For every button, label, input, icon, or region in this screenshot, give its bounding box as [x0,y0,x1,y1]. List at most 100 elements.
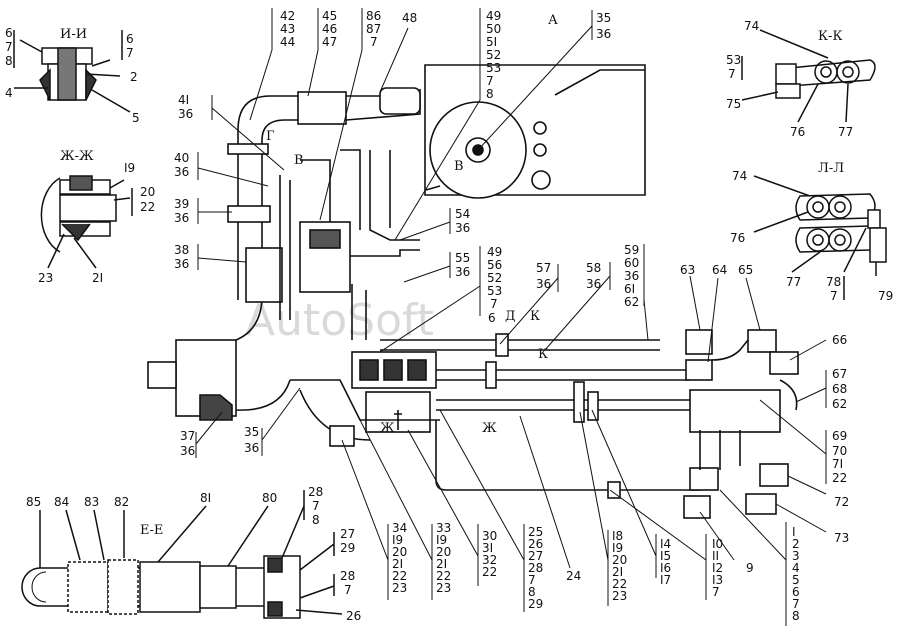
label-81: 8I [200,491,211,505]
callout-c5-item: I9 [612,541,623,555]
callout-c8-item: 2 [792,537,800,551]
label-43: 43 [280,22,295,36]
label-26: 26 [346,609,361,623]
callout-c2-item: 22 [436,569,451,583]
callout-c2-item: 23 [436,581,451,595]
callout-c4-item: 28 [528,561,543,575]
callout-c8-item: 3 [792,549,800,563]
label-7a: 7 [5,40,13,54]
section-label-zhzh: Ж-Ж [60,149,94,164]
section-label-ii: И-И [60,27,87,42]
label-78: 78 [826,275,841,289]
label-80: 80 [262,491,277,505]
label-39: 39 [174,197,189,211]
label-61: 6I [624,282,635,296]
label-29a: 29 [340,541,355,555]
callout-c4-item: 26 [528,537,543,551]
label-36f: 36 [455,221,470,235]
label-63: 63 [680,263,695,277]
label-66: 66 [832,333,847,347]
section-label-g: Г [266,129,275,144]
callout-c8-item: 4 [792,561,800,575]
callout-c5-item: 20 [612,553,627,567]
label-8a: 8 [5,54,13,68]
callout-c7-item: I0 [712,537,723,551]
label-74b: 74 [732,169,747,183]
label-36d: 36 [174,211,189,225]
callout-c5-item: 23 [612,589,627,603]
label-20a: 20 [140,185,155,199]
label-8b: 8 [486,87,494,101]
label-55: 55 [455,251,470,265]
label-52: 52 [486,48,501,62]
callout-c1-item: 22 [392,569,407,583]
section-label-v1: В [294,153,304,168]
label-6c: 6 [488,311,496,325]
label-36c: 36 [174,165,189,179]
label-53c: 53 [726,53,741,67]
label-7a-main: 7 [370,35,378,49]
callout-c3-item: 3I [482,541,493,555]
callout-c3-item: 32 [482,553,497,567]
label-77b: 77 [786,275,801,289]
label-62: 62 [624,295,639,309]
label-7h: 7 [344,583,352,597]
section-label-k: К [530,309,540,324]
label-58: 58 [586,261,601,275]
label-84: 84 [54,495,69,509]
section-zhzh-detail [40,175,133,269]
label-79: 79 [878,289,893,303]
label-49: 49 [486,9,501,23]
label-86: 86 [366,9,381,23]
label-64: 64 [712,263,727,277]
callout-c7-item: I3 [712,573,723,587]
label-42: 42 [280,9,295,23]
section-ii-detail [13,30,131,113]
label-48: 48 [402,11,417,25]
label-45: 45 [322,9,337,23]
callout-c6-item: I4 [660,537,671,551]
callout-c5-item: 2I [612,565,623,579]
label-60: 60 [624,256,639,270]
label-36j: 36 [624,269,639,283]
label-75: 75 [726,97,741,111]
section-ee-detail [21,490,343,619]
callout-c1-item: 23 [392,581,407,595]
section-label-ee: Е-Е [140,523,163,538]
label-87: 87 [366,22,381,36]
section-ll-detail [753,175,887,300]
callout-c2-item: 33 [436,521,451,535]
callout-c4-item: 29 [528,597,543,611]
callout-c7-item: I2 [712,561,723,575]
callout-c1-item: I9 [392,533,403,547]
label-53: 53 [486,61,501,75]
label-21a: 2I [92,271,103,285]
callout-c4-item: 27 [528,549,543,563]
label-49b: 49 [487,245,502,259]
callout-c4-item: 8 [528,585,536,599]
callout-c4-item: 7 [528,573,536,587]
callout-c1-item: 2I [392,557,403,571]
label-36e: 36 [174,257,189,271]
label-36k: 36 [180,444,195,458]
label-52b: 52 [487,271,502,285]
label-4: 4 [5,86,13,100]
callout-c5-item: I8 [612,529,623,543]
label-62b: 62 [832,397,847,411]
label-72: 72 [834,495,849,509]
label-36g: 36 [455,265,470,279]
section-label-v2: В [454,159,464,174]
label-36a: 36 [596,27,611,41]
callout-c8-item: 7 [792,597,800,611]
label-59: 59 [624,243,639,257]
section-label-k2: К [538,347,548,362]
label-76a: 76 [790,125,805,139]
label-36h: 36 [536,277,551,291]
label-82: 82 [114,495,129,509]
callout-c7-item: II [712,549,719,563]
